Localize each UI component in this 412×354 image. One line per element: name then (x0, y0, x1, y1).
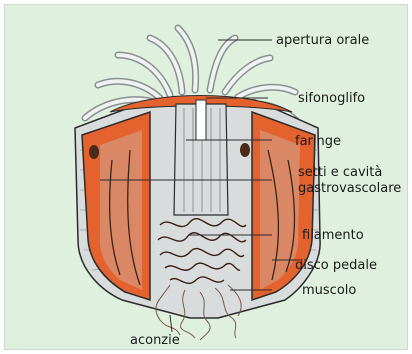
label-sifonoglifo: sifonoglifo (298, 91, 365, 106)
label-filamento: filamento (302, 228, 364, 243)
label-setti-line1: setti e cavità (298, 165, 382, 180)
label-disco-pedale: disco pedale (295, 258, 377, 273)
siphonoglyph (196, 100, 206, 140)
label-muscolo: muscolo (302, 283, 356, 298)
label-faringe: faringe (295, 134, 341, 149)
label-setti-line2: gastrovascolare (298, 181, 401, 196)
label-aconzie: aconzie (130, 333, 180, 348)
label-apertura-orale: apertura orale (276, 33, 369, 48)
